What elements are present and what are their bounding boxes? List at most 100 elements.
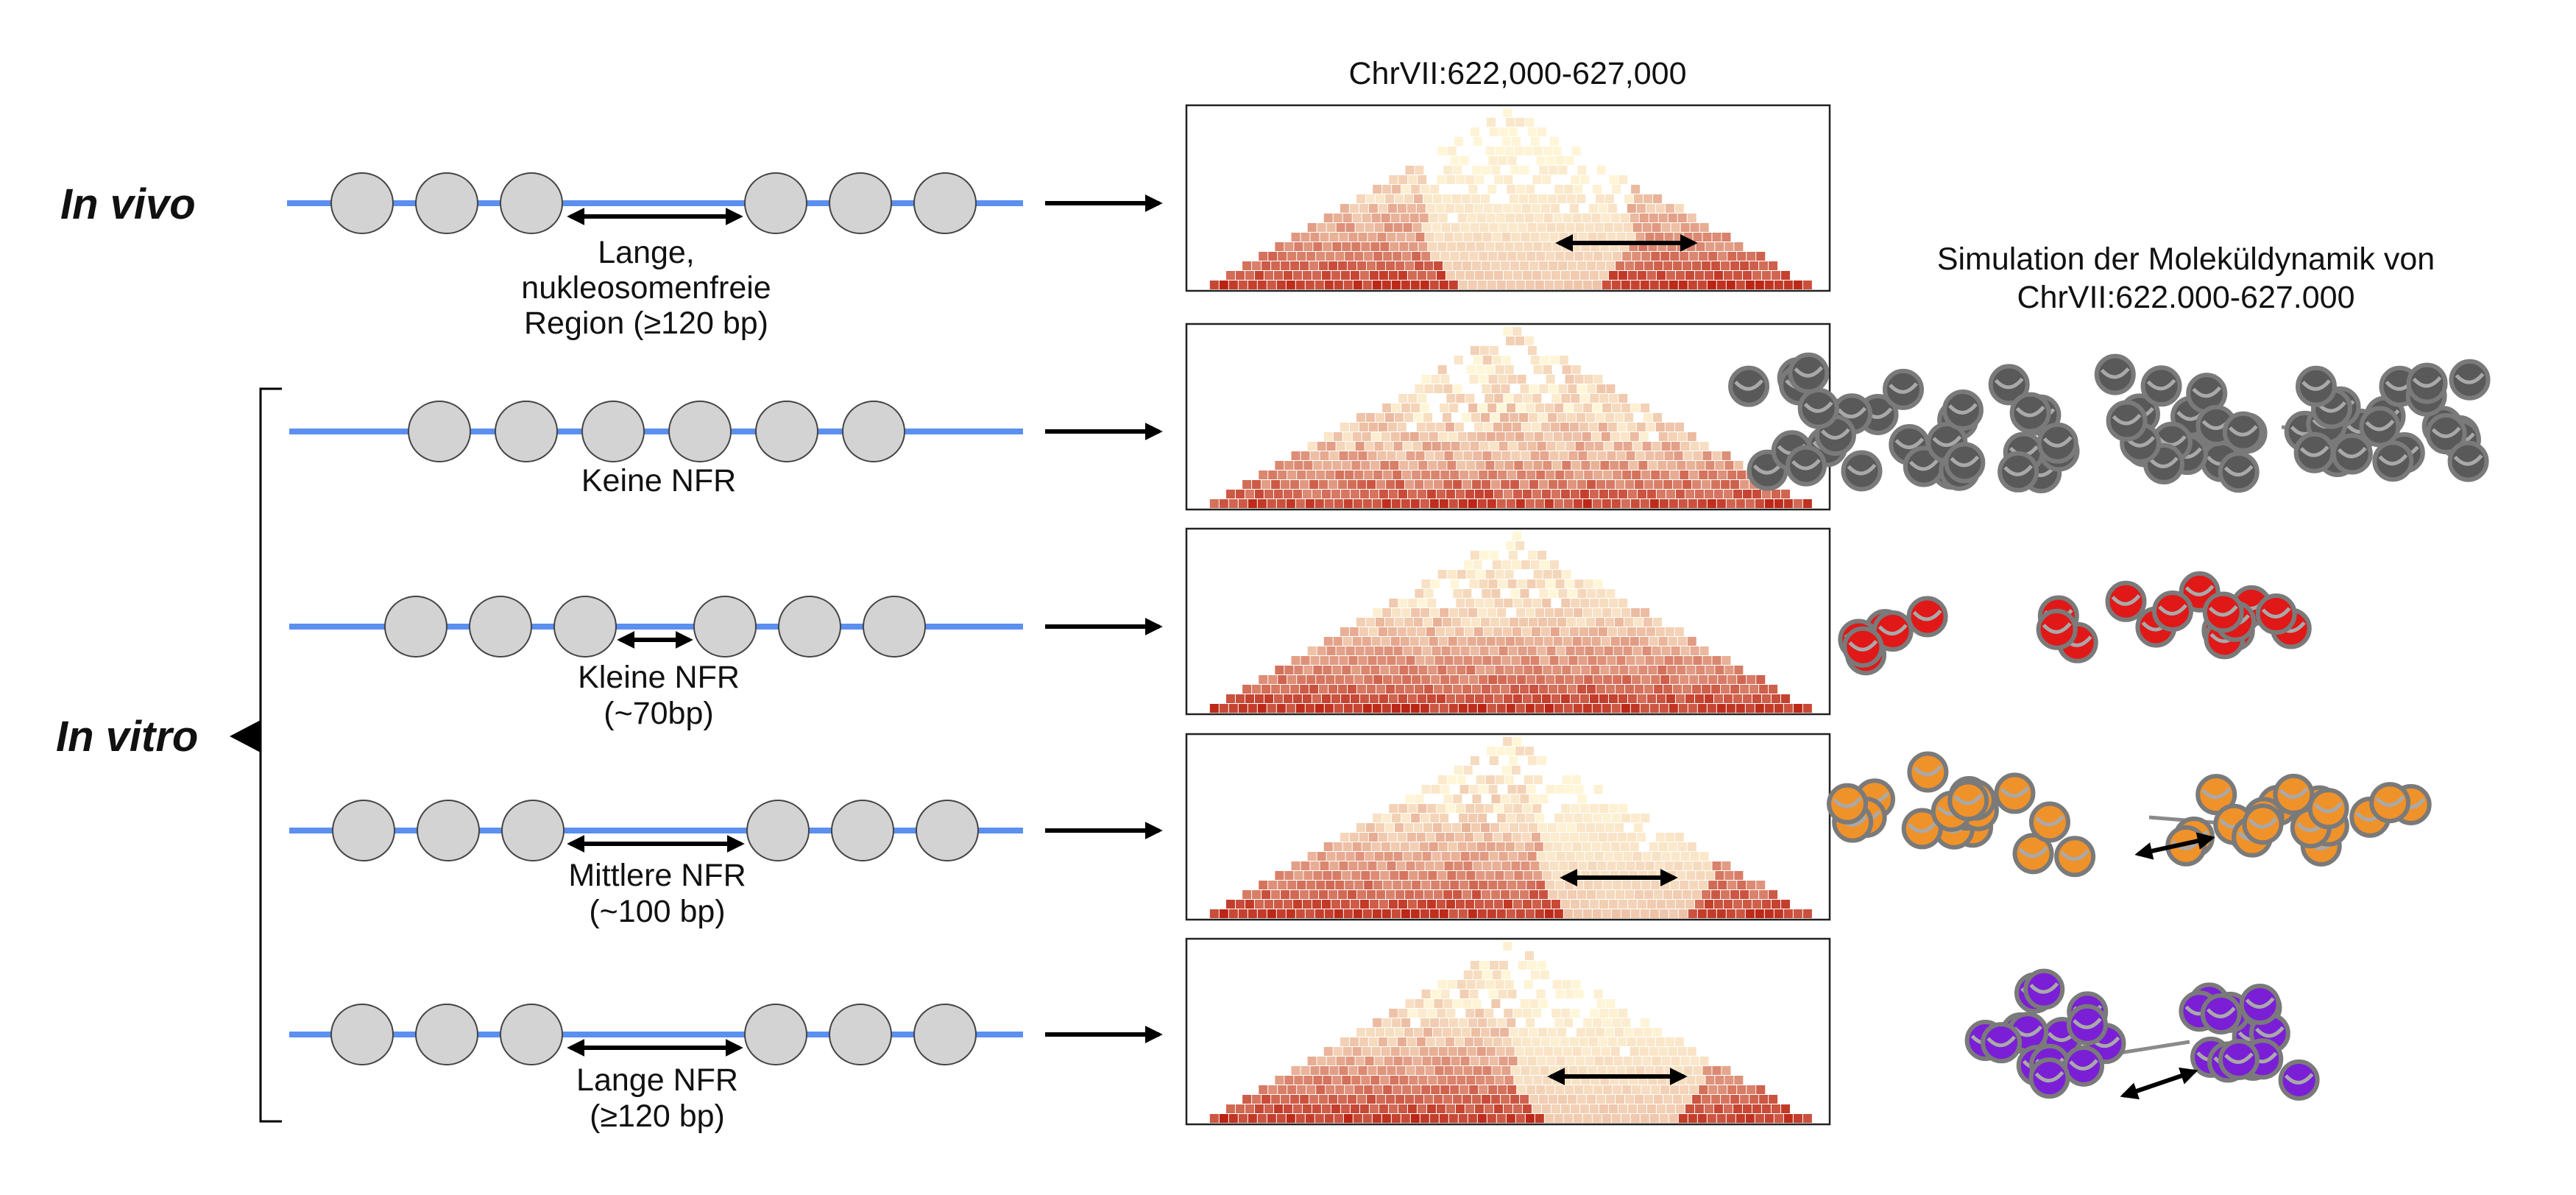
dna-wrap xyxy=(2206,1007,2236,1018)
heatmap-cell xyxy=(1496,704,1506,713)
heatmap-cell xyxy=(1546,675,1555,684)
heatmap-cell xyxy=(1424,261,1434,270)
heatmap-cell xyxy=(1379,900,1388,909)
dna-wrap xyxy=(1907,821,1937,833)
heatmap-cell xyxy=(1636,1037,1646,1046)
heatmap-cell xyxy=(1568,1095,1577,1104)
heatmap-cell xyxy=(1362,637,1371,646)
heatmap-cell xyxy=(1435,1037,1445,1046)
nucleosome xyxy=(501,800,565,861)
heatmap-cell xyxy=(1707,499,1716,508)
heatmap-cell xyxy=(1492,451,1501,460)
heatmap-cell xyxy=(1756,675,1766,684)
heatmap-cell xyxy=(1599,490,1608,498)
heatmap-cell xyxy=(1793,281,1802,289)
heatmap-cell xyxy=(1543,570,1552,579)
heatmap-cell xyxy=(1621,608,1631,617)
heatmap-cell xyxy=(1723,1104,1733,1113)
heatmap-cell xyxy=(1529,685,1539,694)
heatmap-cell xyxy=(1575,1057,1585,1065)
heatmap-cell xyxy=(1426,833,1435,842)
heatmap-cell xyxy=(1404,823,1414,832)
heatmap-cell xyxy=(1802,499,1812,508)
heatmap-cell xyxy=(1607,451,1616,460)
heatmap-cell xyxy=(1382,608,1392,617)
heatmap-cell xyxy=(1610,461,1619,470)
heatmap-cell xyxy=(1402,675,1412,684)
heatmap-cell xyxy=(1664,233,1674,242)
nucleosome-bead xyxy=(2218,451,2260,493)
heatmap-cell xyxy=(1704,271,1713,280)
heatmap-cell xyxy=(1504,1009,1513,1018)
heatmap-cell xyxy=(1613,1057,1623,1065)
heatmap-cell xyxy=(1727,252,1737,261)
heatmap-cell xyxy=(1711,261,1721,270)
heatmap-cell xyxy=(1357,261,1367,270)
heatmap-cell xyxy=(1357,480,1367,489)
heatmap-cell xyxy=(1494,804,1504,813)
heatmap-cell xyxy=(1578,656,1588,665)
heatmap-cell xyxy=(1476,365,1485,374)
heatmap-cell xyxy=(1543,637,1553,646)
heatmap-cell xyxy=(1235,490,1245,498)
heatmap-cell xyxy=(1410,281,1420,289)
heatmap-cell xyxy=(1604,223,1613,232)
heatmap-cell xyxy=(1635,1095,1644,1104)
heatmap-cell xyxy=(1621,1114,1630,1123)
heatmap-cell xyxy=(1486,637,1496,646)
heatmap-cell xyxy=(1641,881,1651,889)
heatmap-cell xyxy=(1713,490,1723,498)
heatmap-cell xyxy=(1793,909,1802,918)
heatmap-cell xyxy=(1242,261,1252,270)
nucleosome-bead xyxy=(2449,359,2491,401)
heatmap-cell xyxy=(1365,1057,1374,1065)
heatmap-cell xyxy=(1481,618,1490,627)
heatmap-cell xyxy=(1430,1018,1440,1027)
heatmap-cell xyxy=(1477,499,1487,508)
nucleosome-bead xyxy=(2255,593,2297,635)
heatmap-cell xyxy=(1612,403,1621,412)
heatmap-cell xyxy=(1428,461,1437,470)
heatmap-cell xyxy=(1326,646,1336,655)
heatmap-cell xyxy=(1724,666,1734,674)
heatmap-cell xyxy=(1248,909,1257,918)
heatmap-cell xyxy=(1648,461,1657,470)
heatmap-cell xyxy=(1540,356,1549,364)
in-vivo-label: In vivo xyxy=(60,180,196,228)
heatmap-cell xyxy=(1526,252,1536,261)
heatmap-cell xyxy=(1468,1018,1478,1027)
heatmap-cell xyxy=(1726,281,1735,289)
heatmap-cell xyxy=(1543,365,1552,374)
heatmap-cell xyxy=(1473,656,1482,665)
heatmap-cell xyxy=(1390,871,1399,880)
heatmap-cell xyxy=(1386,480,1395,489)
heatmap-cell xyxy=(1507,675,1517,684)
heatmap-cell xyxy=(1448,1114,1458,1123)
heatmap-cell xyxy=(1504,175,1513,184)
heatmap-cell xyxy=(1501,137,1511,146)
heatmap-cell xyxy=(1602,281,1611,289)
heatmap-cell xyxy=(1559,861,1568,870)
heatmap-cell xyxy=(1468,185,1478,194)
nucleosome xyxy=(842,401,905,462)
heatmap-cell xyxy=(1619,461,1629,470)
heatmap-cell xyxy=(1358,861,1367,870)
nucleosome-bead xyxy=(1826,783,1868,825)
heatmap-cell xyxy=(1466,666,1476,674)
heatmap-cell xyxy=(1568,685,1577,694)
heatmap-cell xyxy=(1485,804,1494,813)
heatmap-cell xyxy=(1352,637,1362,646)
heatmap-cell xyxy=(1745,704,1755,713)
heatmap-cell xyxy=(1446,694,1455,703)
heatmap-cell xyxy=(1603,675,1613,684)
heatmap-cell xyxy=(1514,147,1524,155)
heatmap-cell xyxy=(1661,646,1671,655)
heatmap-cell xyxy=(1533,570,1543,579)
heatmap-cell xyxy=(1688,909,1697,918)
heatmap-cell xyxy=(1674,233,1683,242)
heatmap-cell xyxy=(1476,214,1486,222)
heatmap-cell xyxy=(1403,223,1412,232)
heatmap-cell xyxy=(1532,394,1542,403)
heatmap-cell xyxy=(1501,1066,1511,1075)
heatmap-cell xyxy=(1632,1085,1641,1094)
